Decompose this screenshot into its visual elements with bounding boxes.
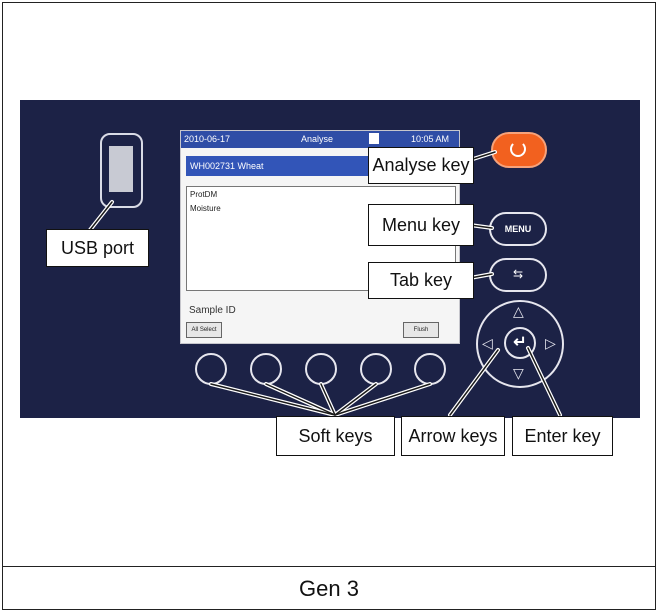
result-item: Moisture [190,204,221,213]
enter-key-button[interactable]: ↵ [504,327,536,359]
analyse-icon [510,141,526,157]
status-date: 2010-06-17 [184,134,231,144]
result-item: ProtDM [190,190,218,199]
status-bar: 2010-06-17 Analyse 10:05 AM [181,131,459,148]
arrow-left-icon[interactable]: ◁ [482,335,493,351]
analyse-key-button[interactable] [491,132,547,168]
arrow-right-icon[interactable]: ▷ [545,335,556,351]
sample-id-label: Sample ID [189,305,236,316]
usb-port-opening [109,146,133,192]
soft-key-3[interactable] [305,353,337,385]
status-mode: Analyse [301,134,334,144]
soft-key-4[interactable] [360,353,392,385]
enter-key-label: Enter key [512,416,613,456]
all-select-soft-label: All Select [186,322,222,338]
arrow-keys-label: Arrow keys [401,416,505,456]
usb-port-label: USB port [46,229,149,267]
usb-port [100,133,143,208]
status-time: 10:05 AM [411,134,450,144]
arrow-down-icon[interactable]: ▽ [513,365,524,381]
figure-caption: Gen 3 [299,575,359,601]
status-icon [369,133,379,144]
analyse-key-label: Analyse key [368,147,474,184]
soft-keys-label: Soft keys [276,416,395,456]
arrow-up-icon[interactable]: △ [513,303,524,319]
soft-key-5[interactable] [414,353,446,385]
tab-key-button[interactable]: ⇆ [489,258,547,292]
arrow-keys-pad[interactable] [476,300,564,388]
menu-key-button[interactable]: MENU [489,212,547,246]
flush-soft-label: Flush [403,322,439,338]
tab-key-label: Tab key [368,262,474,299]
soft-key-2[interactable] [250,353,282,385]
caption-divider [2,566,656,567]
soft-key-1[interactable] [195,353,227,385]
menu-key-label: Menu key [368,204,474,246]
